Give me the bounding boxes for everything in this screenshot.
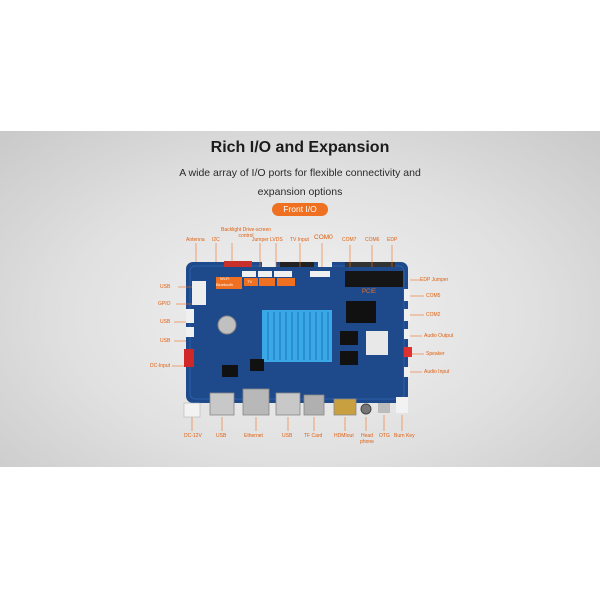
- rtc-battery: [217, 315, 237, 335]
- pcie-slot: [345, 271, 403, 287]
- label-com0: COM0: [314, 234, 333, 241]
- subtitle-line-1: A wide array of I/O ports for flexible c…: [179, 167, 421, 179]
- label-audio-input: Audio Input: [424, 369, 450, 375]
- hdmi-port: [333, 398, 357, 416]
- label-speaker: Speaker: [426, 351, 445, 357]
- label-com7: COM7: [342, 237, 357, 243]
- backlight-connector: [224, 261, 252, 267]
- label-gpio: GPIO: [158, 301, 171, 307]
- dc-12v-jack: [183, 402, 201, 418]
- label-usb-left-2: USB: [160, 319, 171, 325]
- label-edp: EDP: [387, 237, 398, 243]
- label-audio-output: Audio Output: [424, 333, 454, 339]
- dc-input-connector: [184, 349, 194, 367]
- label-tv-input: TV Input: [290, 237, 309, 243]
- label-antenna: Antenna: [186, 237, 205, 243]
- label-dc-input: DC-Input: [150, 363, 171, 369]
- label-com5: COM5: [426, 293, 441, 299]
- label-jumper: Jumper: [252, 237, 269, 243]
- pcie-silkscreen: PCIE: [362, 289, 376, 295]
- label-otg: OTG: [379, 433, 390, 439]
- label-com6: COM6: [365, 237, 380, 243]
- label-hdmi-out: HDMIout: [334, 433, 354, 439]
- label-backlight: Backlight Drive-screen control: [220, 227, 272, 239]
- label-tf-card: TF Card: [304, 433, 323, 439]
- label-lvds: LVDS: [270, 237, 283, 243]
- label-usb-bottom-2: USB: [282, 433, 293, 439]
- ethernet-port: [242, 388, 270, 416]
- label-com2: COM2: [426, 312, 441, 318]
- label-usb-left-3: USB: [160, 338, 171, 344]
- label-burn-key: Burn Key: [394, 433, 415, 439]
- usb-port: [209, 392, 235, 416]
- silkscreen-wifi: Wi-Fi: [220, 276, 230, 281]
- label-i2c: I2C: [212, 237, 220, 243]
- label-edp-jumper: EDP Jumper: [420, 277, 449, 283]
- label-usb-bottom-1: USB: [216, 433, 227, 439]
- silkscreen-bluetooth: Bluetooth: [216, 282, 233, 287]
- subtitle-line-2: expansion options: [257, 186, 343, 198]
- headphone-jack: [360, 403, 372, 415]
- otg-port: [378, 403, 390, 413]
- page-title: Rich I/O and Expansion: [210, 139, 390, 156]
- label-dc-12v: DC-12V: [184, 433, 202, 439]
- speaker-connector: [404, 347, 412, 357]
- label-usb-left-1: USB: [160, 284, 171, 290]
- front-io-badge[interactable]: Front I/O: [272, 203, 328, 216]
- label-head-phone: Head phone: [360, 433, 374, 445]
- burn-key: [396, 397, 408, 413]
- usb-port-2: [275, 392, 301, 416]
- label-ethernet: Ethernet: [244, 433, 263, 439]
- wifi-chip: [366, 331, 388, 355]
- tf-card-slot: [303, 394, 325, 416]
- silkscreen-tv: TV: [247, 279, 253, 284]
- board-illustration: PCIE: [172, 243, 424, 431]
- wifi-module-tag: [216, 277, 242, 289]
- hero-panel: Rich I/O and Expansion A wide array of I…: [0, 131, 600, 467]
- memory-chip: [346, 301, 376, 323]
